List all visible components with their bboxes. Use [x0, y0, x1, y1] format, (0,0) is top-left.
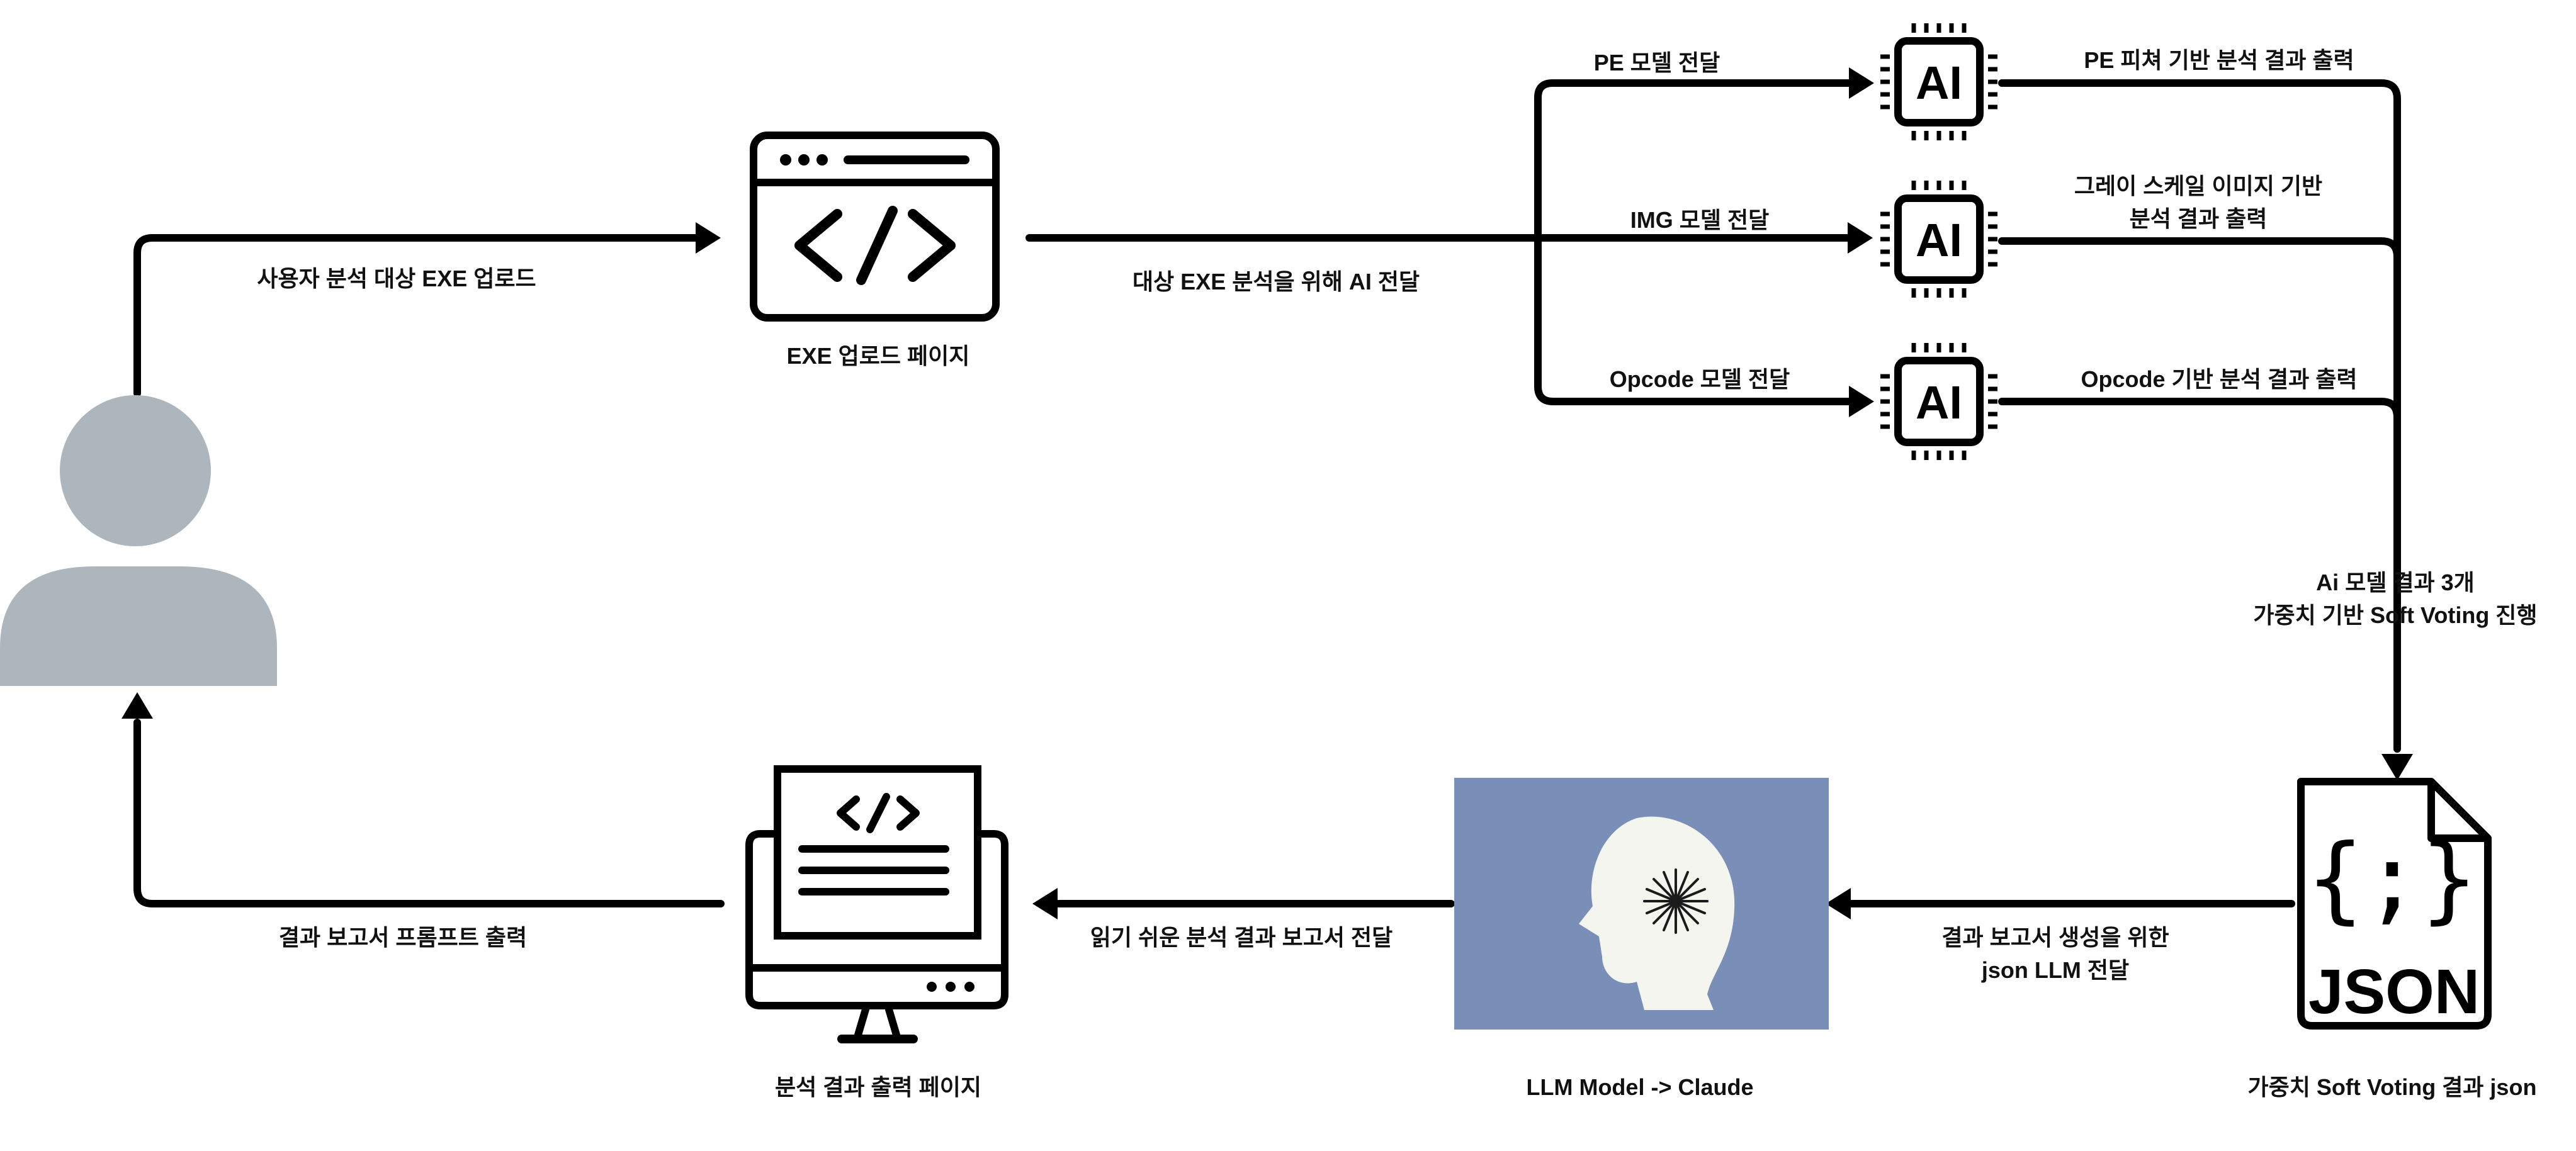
arrow-report-to-user	[133, 719, 725, 907]
label-report-delivery: 읽기 쉬운 분석 결과 보고서 전달	[1090, 924, 1393, 950]
arrowhead-img-model	[1848, 222, 1873, 254]
arrowhead-llm	[1826, 888, 1851, 919]
ai-chip-pe: AI	[1880, 23, 1997, 140]
label-exe-upload-page: EXE 업로드 페이지	[787, 343, 970, 369]
arrow-user-to-upload	[133, 234, 703, 397]
ai-chip-label: AI	[1916, 376, 1962, 429]
label-img-model: IMG 모델 전달	[1630, 207, 1769, 233]
img-result-line	[1998, 237, 2401, 261]
ai-chip-label: AI	[1916, 57, 1962, 109]
ai-chip-img: AI	[1880, 181, 1997, 298]
ai-chip-label: AI	[1916, 214, 1962, 266]
label-pe-result: PE 피쳐 기반 분석 결과 출력	[2084, 47, 2354, 73]
ai-chip-opcode: AI	[1880, 343, 1997, 460]
arrowhead-json	[2381, 754, 2413, 780]
arrowhead-report	[1032, 888, 1058, 919]
json-braces: {;}	[2307, 824, 2478, 934]
label-voting-line2: 가중치 기반 Soft Voting 진행	[2253, 602, 2537, 628]
connectors	[121, 67, 2413, 919]
label-img-result-line1: 그레이 스케일 이미지 기반	[2074, 173, 2322, 199]
arrowhead-pe-model	[1849, 67, 1874, 99]
label-pe-model: PE 모델 전달	[1594, 50, 1720, 76]
user-icon	[0, 395, 277, 686]
label-opcode-result: Opcode 기반 분석 결과 출력	[2081, 366, 2358, 392]
arrowhead-user	[121, 692, 153, 719]
label-report-output: 결과 보고서 프롬프트 출력	[279, 924, 527, 950]
json-label: JSON	[2308, 957, 2480, 1027]
label-json-to-llm-line2: json LLM 전달	[1981, 957, 2129, 983]
label-llm-model: LLM Model -> Claude	[1526, 1074, 1753, 1100]
label-img-result-line2: 분석 결과 출력	[2130, 206, 2268, 232]
labels: 사용자 분석 대상 EXE 업로드 EXE 업로드 페이지 대상 EXE 분석을…	[257, 47, 2537, 1100]
opcode-result-line	[1998, 398, 2401, 421]
code-window-icon	[750, 132, 1000, 322]
arrowhead-opcode-model	[1849, 386, 1874, 417]
branch-pe	[1534, 79, 1855, 242]
arrowhead-upload	[696, 222, 721, 254]
label-voting-line1: Ai 모델 결과 3개	[2316, 570, 2475, 595]
branch-opcode	[1534, 234, 1855, 405]
json-file-icon: {;} JSON	[2297, 778, 2492, 1030]
monitor-report-icon	[745, 765, 1008, 1043]
label-user-upload: 사용자 분석 대상 EXE 업로드	[257, 266, 536, 291]
pe-result-line	[1998, 79, 2401, 753]
label-result-page: 분석 결과 출력 페이지	[775, 1074, 981, 1100]
label-send-to-ai: 대상 EXE 분석을 위해 AI 전달	[1133, 269, 1420, 295]
label-opcode-model: Opcode 모델 전달	[1610, 366, 1790, 392]
label-json-to-llm-line1: 결과 보고서 생성을 위한	[1941, 924, 2169, 950]
claude-head-icon	[1454, 778, 1829, 1030]
label-json-result: 가중치 Soft Voting 결과 json	[2248, 1074, 2537, 1100]
